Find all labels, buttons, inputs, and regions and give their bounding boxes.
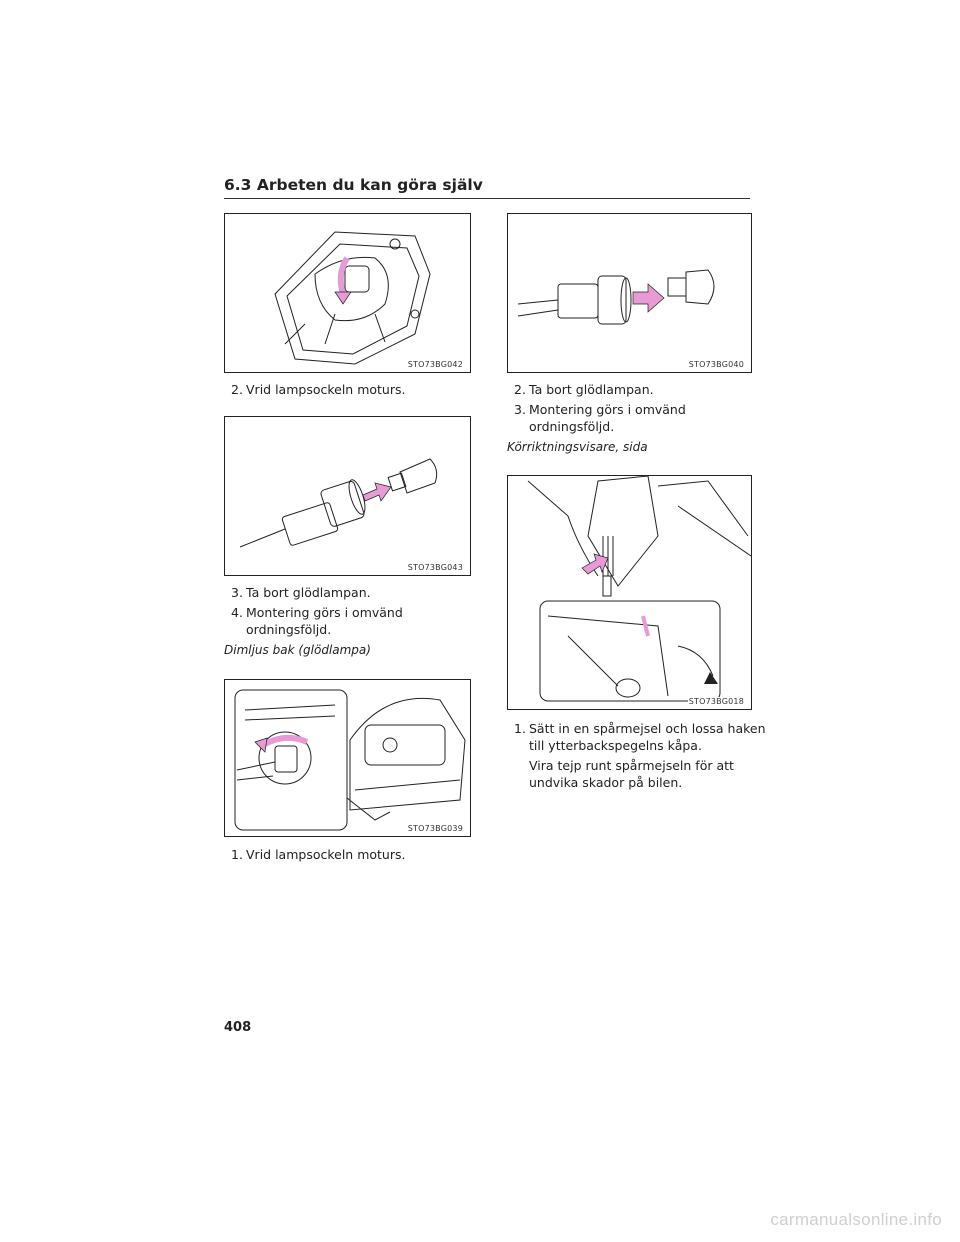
side-indicator-illustration	[527, 476, 751, 702]
figure-socket-rotate: STO73BG042	[224, 213, 471, 373]
bulb-remove-right-illustration	[517, 269, 715, 325]
step-item: 1.Sätt in en spårmejsel och lossa haken …	[507, 720, 773, 754]
step-text: Sätt in en spårmejsel och lossa haken ti…	[529, 721, 766, 753]
insert-arrow-icon	[581, 553, 609, 575]
rotate-arrow-icon	[337, 256, 350, 295]
step-text: Ta bort glödlampan.	[529, 382, 654, 397]
bulb-remove-illustration	[239, 458, 438, 548]
step-number: 1.	[231, 847, 243, 862]
section-title: 6.3 Arbeten du kan göra själv	[224, 176, 483, 194]
subheading-rear-fog: Dimljus bak (glödlampa)	[224, 643, 371, 657]
step-item: 3.Montering görs i omvänd ordningsföljd.	[507, 401, 729, 435]
step-item: 1.Vrid lampsockeln moturs.	[224, 846, 492, 863]
figure-code: STO73BG039	[406, 824, 464, 833]
step-item: 2.Ta bort glödlampan.	[507, 381, 773, 398]
step-text: Vrid lampsockeln moturs.	[246, 382, 406, 397]
step-number: 1.	[514, 721, 526, 736]
page-number: 408	[224, 1020, 252, 1035]
step-number: 4.	[231, 605, 243, 620]
figure-side-indicator: STO73BG018	[507, 475, 752, 710]
figure-rear-fog: STO73BG039	[224, 679, 471, 837]
step-number: 3.	[231, 585, 243, 600]
step-text: Ta bort glödlampan.	[246, 585, 371, 600]
figure-code: STO73BG018	[687, 697, 745, 706]
step-number: 2.	[514, 382, 526, 397]
figure-bulb-remove: STO73BG043	[224, 416, 471, 576]
figure-code: STO73BG040	[687, 360, 745, 369]
step-text: Vrid lampsockeln moturs.	[246, 847, 406, 862]
step-text: Montering görs i omvänd ordningsföljd.	[246, 605, 403, 637]
step-item: 3.Ta bort glödlampan.	[224, 584, 492, 601]
figure-code: STO73BG043	[406, 563, 464, 572]
rear-fog-illustration	[234, 689, 466, 831]
pull-arrow-icon	[362, 482, 392, 502]
figure-code: STO73BG042	[406, 360, 464, 369]
pull-arrow-icon	[632, 283, 665, 313]
step-item: 4.Montering görs i omvänd ordningsföljd.	[224, 604, 472, 638]
socket-rotate-illustration	[274, 231, 431, 365]
subheading-side-indicator: Körriktningsvisare, sida	[507, 440, 648, 454]
step-number: 2.	[231, 382, 243, 397]
step-text: Montering görs i omvänd ordningsföljd.	[529, 402, 686, 434]
step-number: 3.	[514, 402, 526, 417]
step-item: 2.Vrid lampsockeln moturs.	[224, 381, 492, 398]
step-note: Vira tejp runt spårmejseln för att undvi…	[529, 758, 734, 790]
title-rule	[224, 198, 750, 199]
figure-bulb-remove-right: STO73BG040	[507, 213, 752, 373]
watermark: carmanualsonline.info	[770, 1210, 942, 1229]
